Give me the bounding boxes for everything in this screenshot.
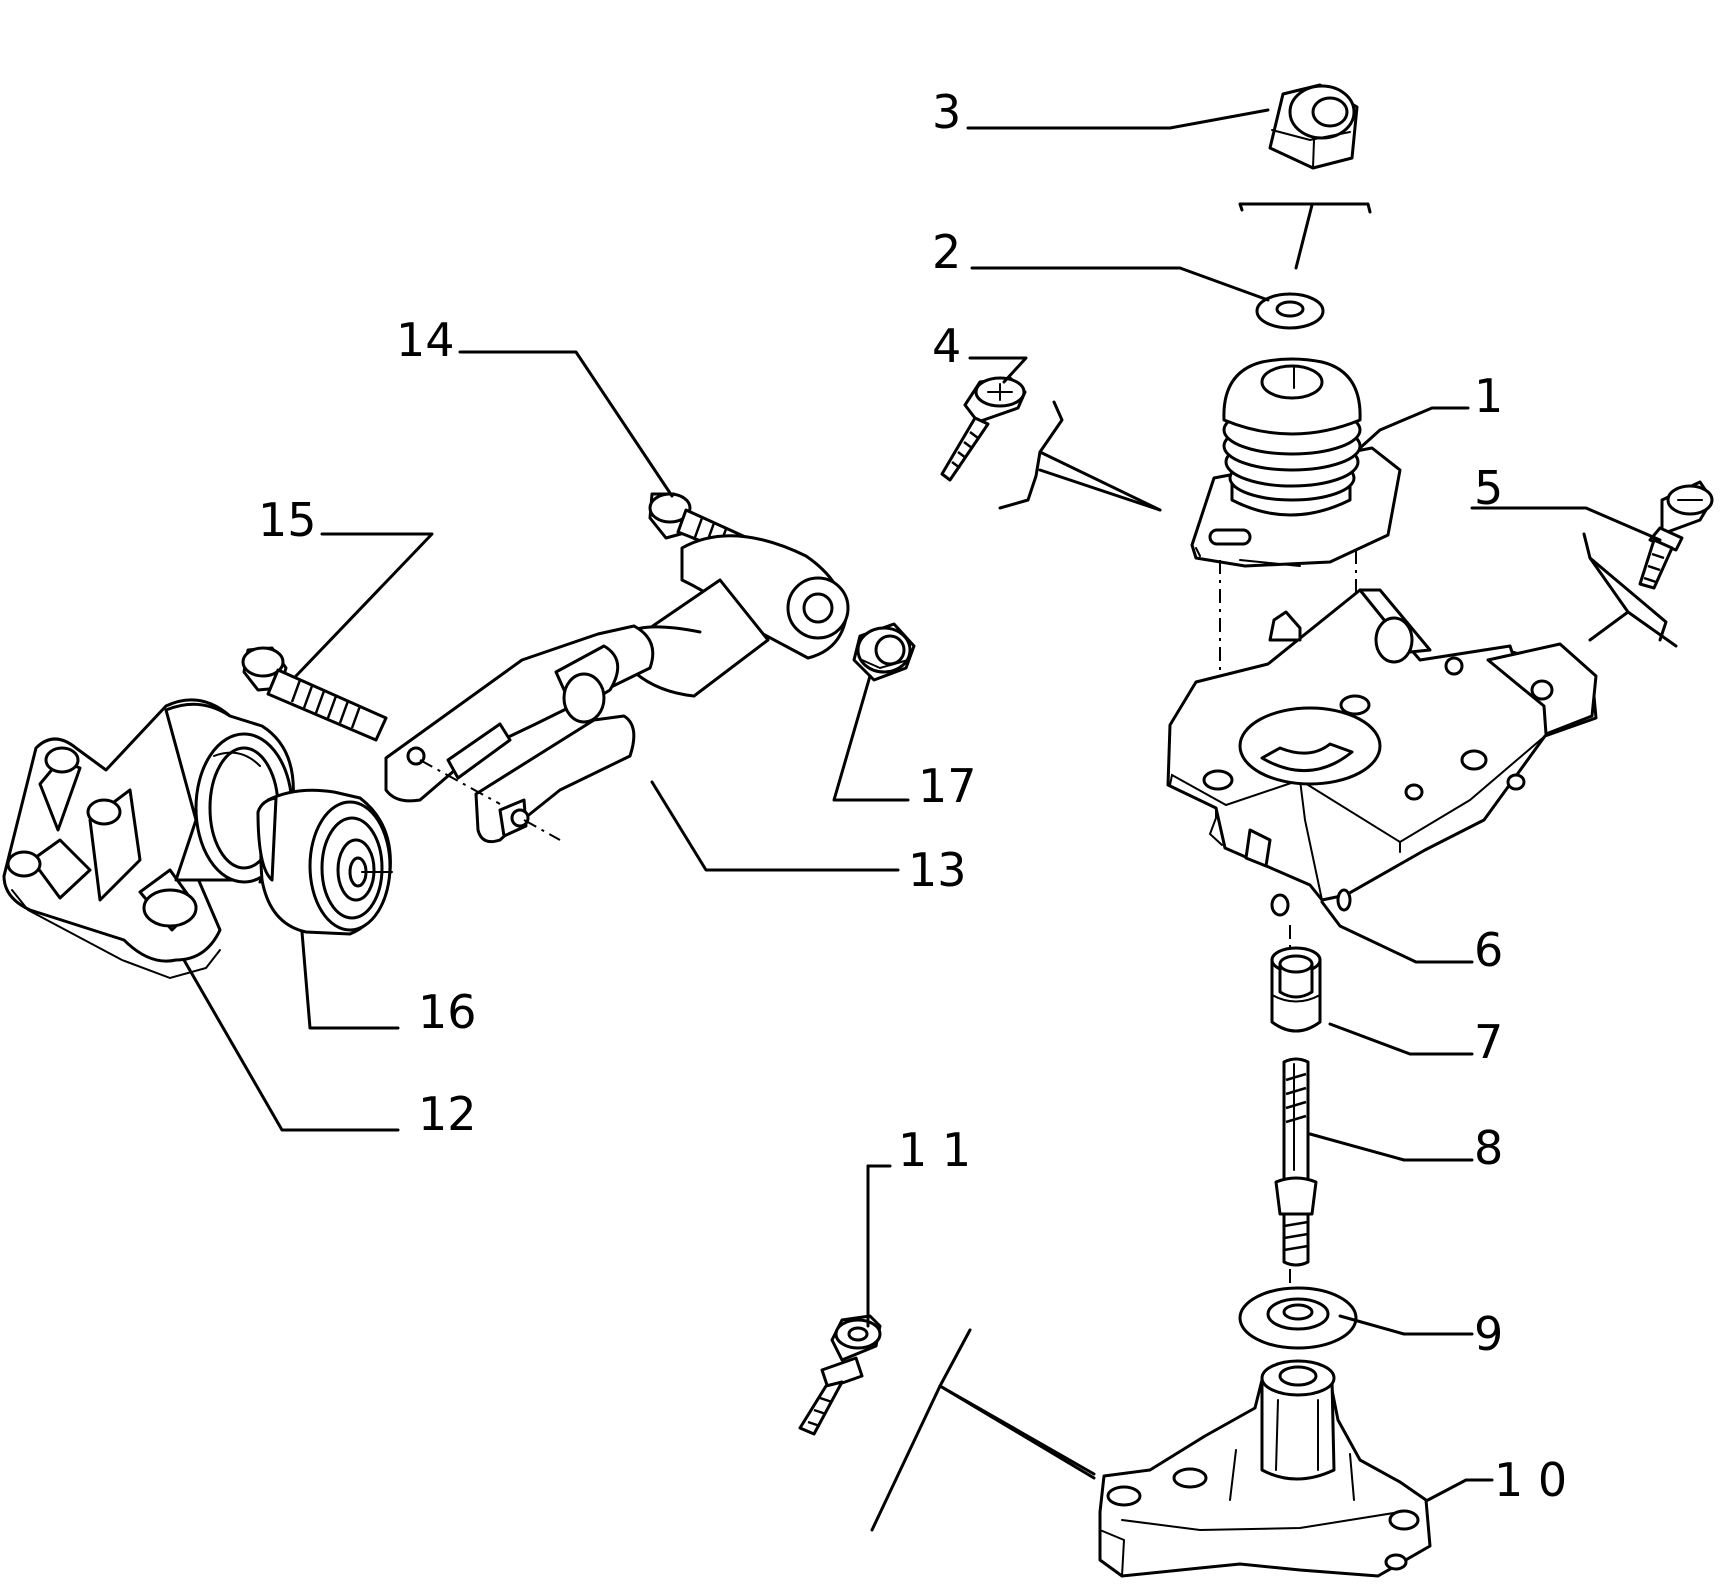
part-1-engine-mount [1190,357,1402,568]
callout-17: 17 [918,759,977,813]
callout-2: 2 [932,225,961,279]
part-5-screw [1638,480,1714,590]
part-13-reaction-link [384,534,850,844]
part-17-nut [852,622,916,682]
part-12-mounting-bracket [2,698,295,980]
part-15-bolt [241,646,388,742]
assembly-bracket-symbol [1238,202,1372,270]
callout-labels: 3 2 4 1 5 6 7 8 9 1 0 1 1 12 13 14 15 16… [258,85,1567,1507]
part-3-hex-nut [1268,83,1359,170]
assembly-symbols [870,400,1678,1532]
part-6-support-bracket [1166,588,1598,917]
part-8-stud-bolt [1274,1057,1318,1267]
part-16-bushing [256,788,393,936]
callout-12: 12 [418,1087,477,1141]
callout-16: 16 [418,985,477,1039]
callout-13: 13 [908,843,967,897]
callout-14: 14 [396,313,455,367]
callout-15: 15 [258,493,317,547]
part-7-spacer-sleeve [1270,946,1322,1033]
leader-lines [182,108,1662,1502]
callout-6: 6 [1474,923,1503,977]
part-2-washer [1255,292,1325,330]
part-11-screw [798,1314,882,1436]
part-9-cup-washer [1238,1286,1358,1350]
part-4-screw [940,376,1027,482]
part-10-lower-base [1098,1359,1432,1578]
callout-5: 5 [1474,461,1503,515]
callout-9: 9 [1474,1307,1503,1361]
callout-8: 8 [1474,1121,1503,1175]
callout-3: 3 [932,85,961,139]
callout-7: 7 [1474,1015,1503,1069]
callout-4: 4 [932,319,961,373]
callout-1: 1 [1474,369,1503,423]
callout-10: 1 0 [1494,1453,1567,1507]
callout-11: 1 1 [898,1123,971,1177]
